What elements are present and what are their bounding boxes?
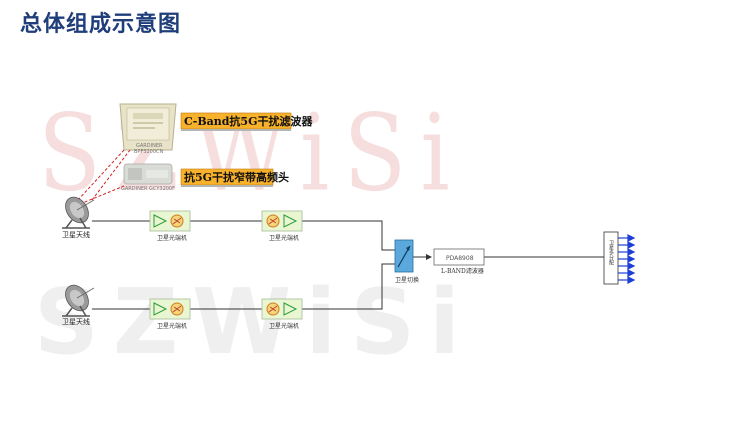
filter-callout-text: C-Band抗5G干扰滤波器 [184,114,313,128]
lband-filter-label: L-BAND滤波器 [441,267,484,275]
output-arrow-3 [627,248,636,256]
receiver-3-label: 卫星光端机 [157,322,187,330]
receiver-1 [149,210,191,232]
output-arrow-4 [627,255,636,263]
output-arrow-2 [627,241,636,249]
filter-image-label-2: BPF3200CN [134,149,164,155]
receiver-2 [261,210,303,232]
output-arrow-6 [627,269,636,277]
satellite-switch [394,239,414,273]
bandpass-filter-image: GARDINER BPF3200CN [119,103,177,155]
receiver-3 [149,298,191,320]
lnb-image-label: GARDINER GCY3200F [121,186,175,192]
output-arrows [618,234,636,284]
page-title: 总体组成示意图 [20,12,182,37]
output-arrow-7 [627,276,636,284]
receiver-1-label: 卫星光端机 [157,234,187,242]
lnb-image: GARDINER GCY3200F [121,163,175,192]
lband-filter: PDA8908 [433,248,485,266]
filter-image-label-1: GARDINER [136,143,163,149]
output-arrow-5 [627,262,636,270]
leader-lines [77,149,131,205]
receiver-2-label: 卫星光端机 [269,234,299,242]
antenna-2-label: 卫星天线 [62,317,90,326]
receiver-4-label: 卫星光端机 [269,322,299,330]
switch-label: 卫星切换 [395,276,419,284]
signal-lines [92,220,604,310]
distributor-label: 卫星多分配 [608,240,614,266]
satellite-antenna-1 [62,196,95,229]
output-arrow-1 [627,234,636,242]
lnb-callout: 抗5G干扰窄带高频头 [180,168,289,187]
satellite-distributor [603,231,619,285]
satellite-antenna-2 [62,284,95,317]
antenna-1-label: 卫星天线 [62,230,90,239]
filter-callout: C-Band抗5G干扰滤波器 [180,112,313,131]
lband-filter-box-text: PDA8908 [446,255,474,262]
receiver-4 [261,298,303,320]
arrow-to-filter [426,254,432,260]
lnb-callout-text: 抗5G干扰窄带高频头 [184,170,289,184]
